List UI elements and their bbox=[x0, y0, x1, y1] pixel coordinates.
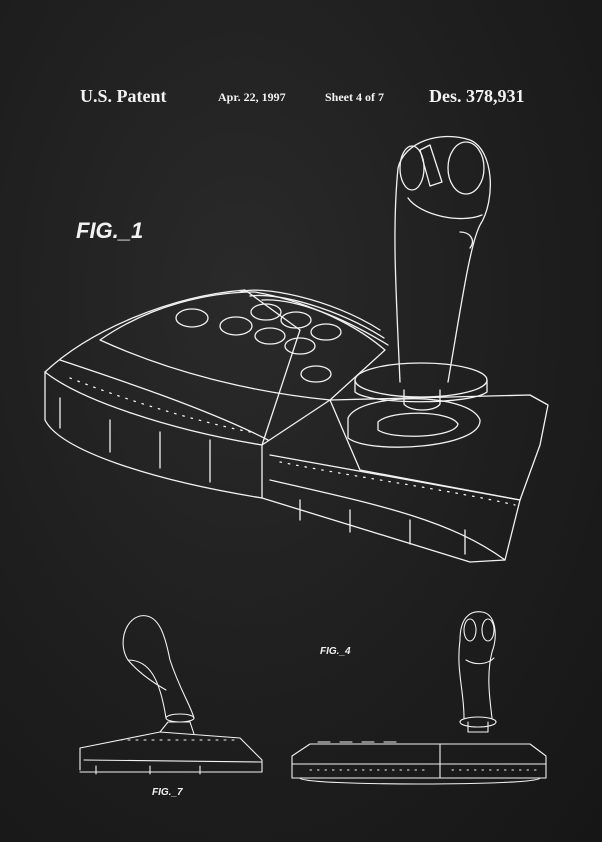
fig-4-label: FIG._4 bbox=[320, 646, 351, 657]
fig-1-label: FIG._1 bbox=[76, 218, 144, 243]
patent-label: U.S. Patent bbox=[80, 86, 167, 106]
patent-header: U.S. Patent Apr. 22, 1997 Sheet 4 of 7 D… bbox=[0, 86, 602, 110]
patent-date: Apr. 22, 1997 bbox=[218, 90, 286, 104]
sheet-number: Sheet 4 of 7 bbox=[325, 90, 384, 104]
fig-7-label: FIG._7 bbox=[152, 787, 183, 798]
patent-number: Des. 378,931 bbox=[429, 86, 525, 106]
